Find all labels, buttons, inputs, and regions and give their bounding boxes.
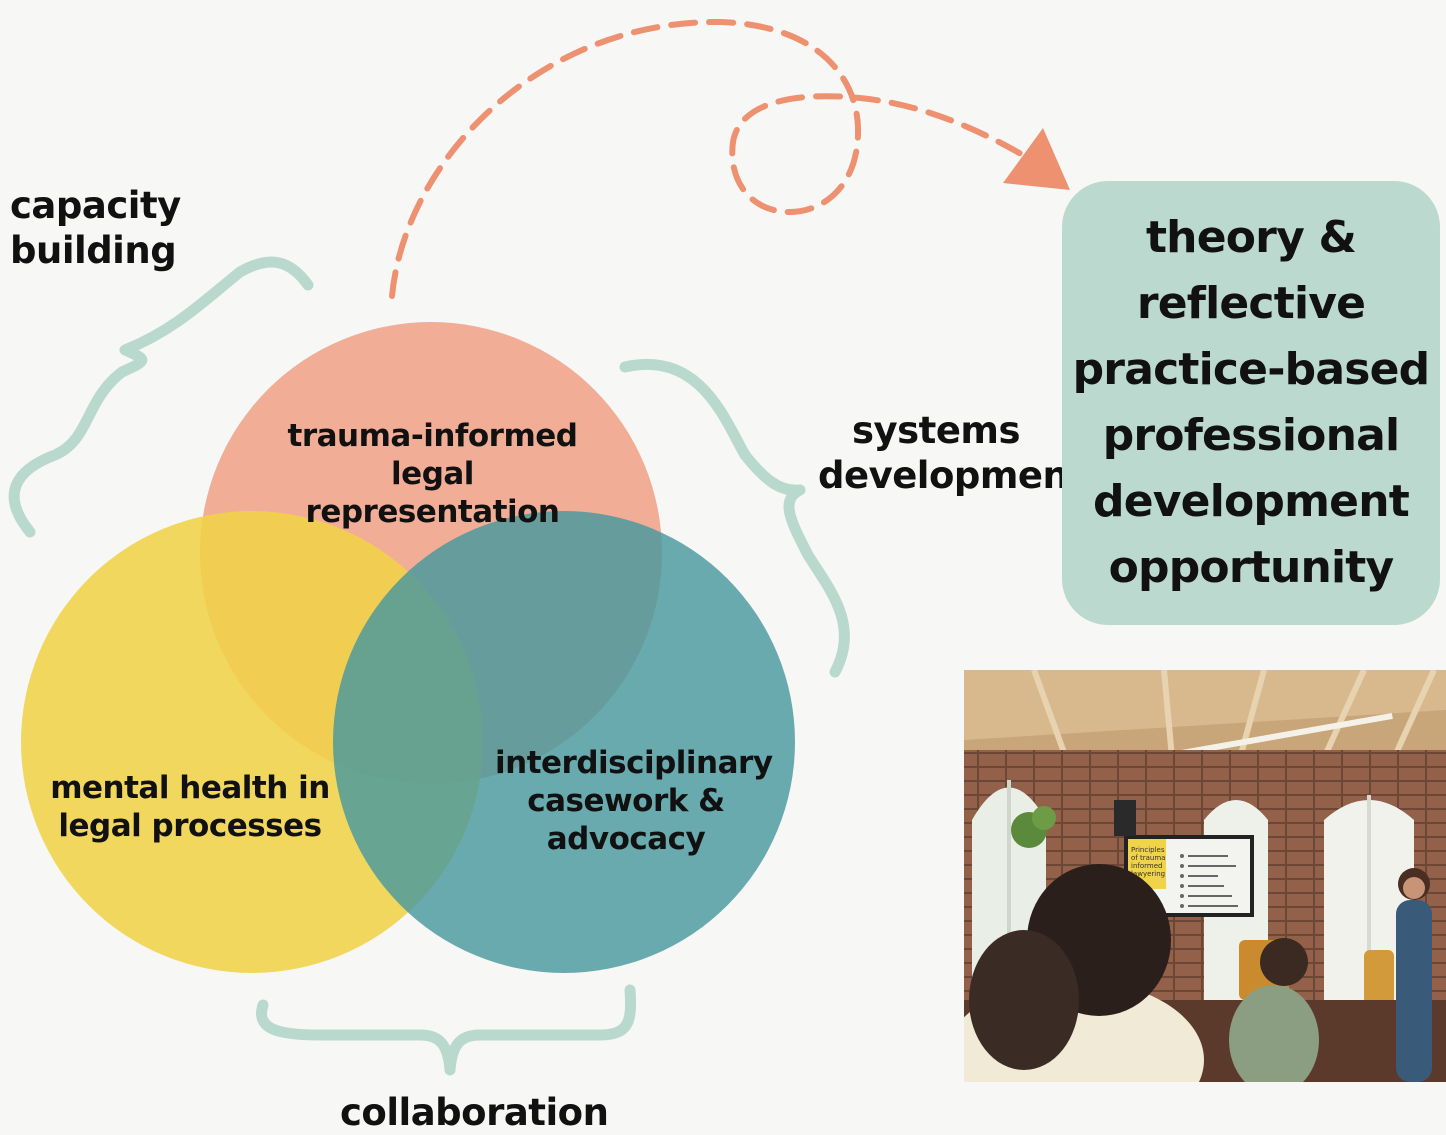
professional-development-box: theory & reflective practice-based profe… xyxy=(1062,181,1440,625)
box-text: theory & reflective practice-based profe… xyxy=(1072,212,1431,593)
workshop-photo: Principles of trauma informed lawyering xyxy=(964,670,1446,1082)
capacity-building-brace xyxy=(8,256,314,538)
circle-left-label: mental health in legal processes xyxy=(50,770,330,844)
screen-text: Principles of trauma informed lawyering xyxy=(1131,846,1168,878)
collaboration-brace xyxy=(256,984,636,1076)
systems-development-label: systems development xyxy=(818,409,1086,498)
arrow-head xyxy=(1003,128,1070,190)
systems-development-brace xyxy=(619,359,850,678)
circle-interdisciplinary xyxy=(333,511,795,973)
collaboration-label: collaboration xyxy=(340,1091,609,1134)
workshop-scene: Principles of trauma informed lawyering xyxy=(964,670,1446,1082)
circle-right-label: interdisciplinary casework & advocacy xyxy=(495,745,773,857)
capacity-building-label: capacity building xyxy=(10,184,181,273)
dashed-arrow xyxy=(389,18,1043,299)
circle-top-label: trauma-informed legal representation xyxy=(287,418,578,530)
